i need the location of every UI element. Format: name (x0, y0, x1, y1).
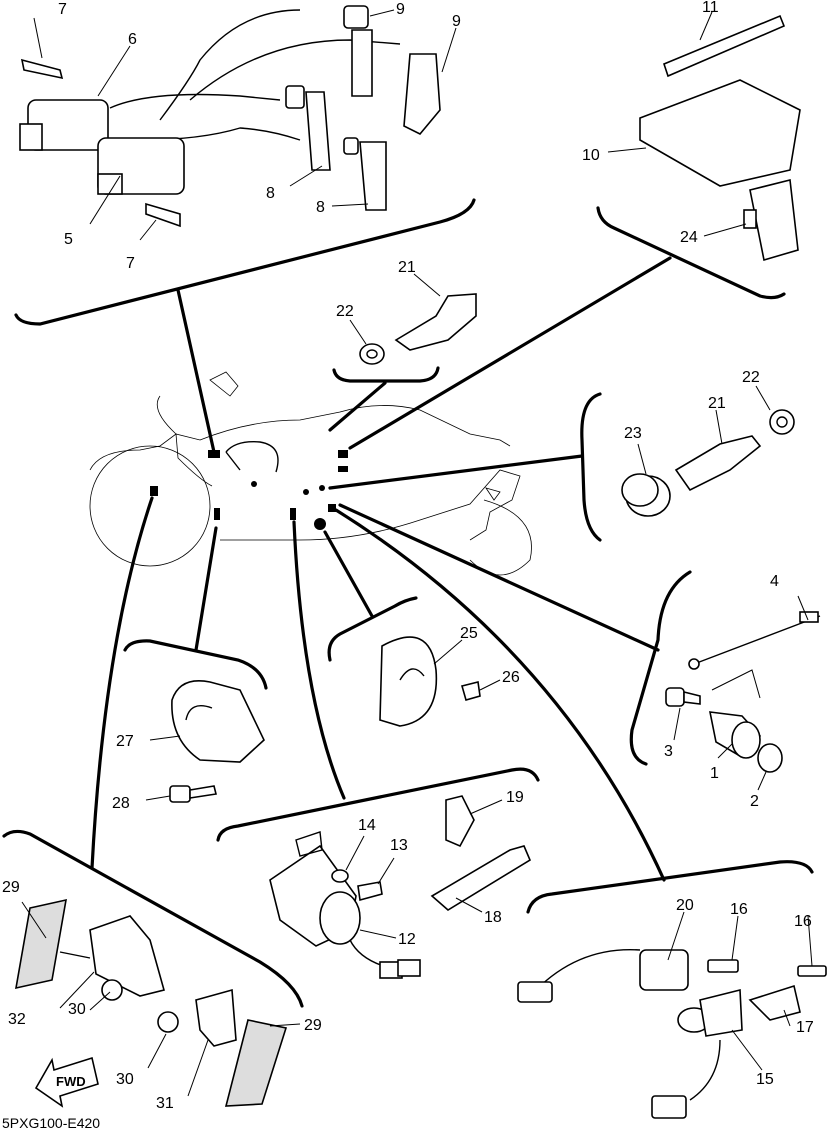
callout-3: 3 (664, 743, 673, 760)
callout-23: 23 (624, 425, 642, 442)
callout-13: 13 (390, 837, 408, 854)
callout-20: 20 (676, 897, 694, 914)
callout-30a: 30 (68, 1001, 86, 1018)
ecu-group (607, 11, 801, 262)
callout-22a: 22 (336, 303, 354, 320)
callout-16b: 16 (794, 913, 812, 930)
callout-19: 19 (506, 789, 524, 806)
main-switch-group (665, 595, 821, 791)
callout-8b: 8 (316, 199, 325, 216)
fwd-label: FWD (56, 1074, 86, 1089)
horn-25-group (379, 636, 501, 727)
callout-25: 25 (460, 625, 478, 642)
footrest-group (15, 898, 301, 1107)
callout-1: 1 (710, 765, 719, 782)
callout-5: 5 (64, 231, 73, 248)
callout-29b: 29 (304, 1017, 322, 1034)
diagram-code: 5PXG100-E420 (2, 1115, 100, 1131)
group-brackets (2, 198, 814, 1008)
callout-21b: 21 (708, 395, 726, 412)
callout-18: 18 (484, 909, 502, 926)
fwd-arrow: FWD (34, 1056, 99, 1108)
callout-11: 11 (702, 0, 719, 16)
callout-12: 12 (398, 931, 416, 948)
callout-29a: 29 (2, 879, 20, 896)
callout-6: 6 (128, 31, 137, 48)
callout-24: 24 (680, 229, 698, 246)
callout-9a: 9 (396, 1, 405, 18)
callout-21a: 21 (398, 259, 416, 276)
callout-30b: 30 (116, 1071, 134, 1088)
speed-sensor-group (517, 911, 827, 1119)
callout-8a: 8 (266, 185, 275, 202)
callout-9b: 9 (452, 13, 461, 30)
callout-2: 2 (750, 793, 759, 810)
callout-26: 26 (502, 669, 520, 686)
callout-7a: 7 (58, 1, 67, 18)
callout-31: 31 (156, 1095, 174, 1112)
horn-27-group (145, 680, 265, 803)
motorcycle-outline (89, 371, 532, 576)
sensor-top-group (349, 273, 477, 365)
callout-10: 10 (582, 147, 600, 164)
callout-15: 15 (756, 1071, 774, 1088)
callout-7b: 7 (126, 255, 135, 272)
ignition-coil-group (19, 5, 457, 241)
callout-4: 4 (770, 573, 779, 590)
starter-group (269, 795, 532, 979)
callout-17: 17 (796, 1019, 814, 1036)
callout-14: 14 (358, 817, 376, 834)
callout-27: 27 (116, 733, 134, 750)
callout-32: 32 (8, 1011, 26, 1028)
sensor-right-group (621, 385, 795, 517)
callout-22b: 22 (742, 369, 760, 386)
callout-16a: 16 (730, 901, 748, 918)
callout-labels: 7 6 9 9 5 7 8 8 11 10 24 21 22 22 21 23 … (2, 0, 814, 1112)
callout-28: 28 (112, 795, 130, 812)
